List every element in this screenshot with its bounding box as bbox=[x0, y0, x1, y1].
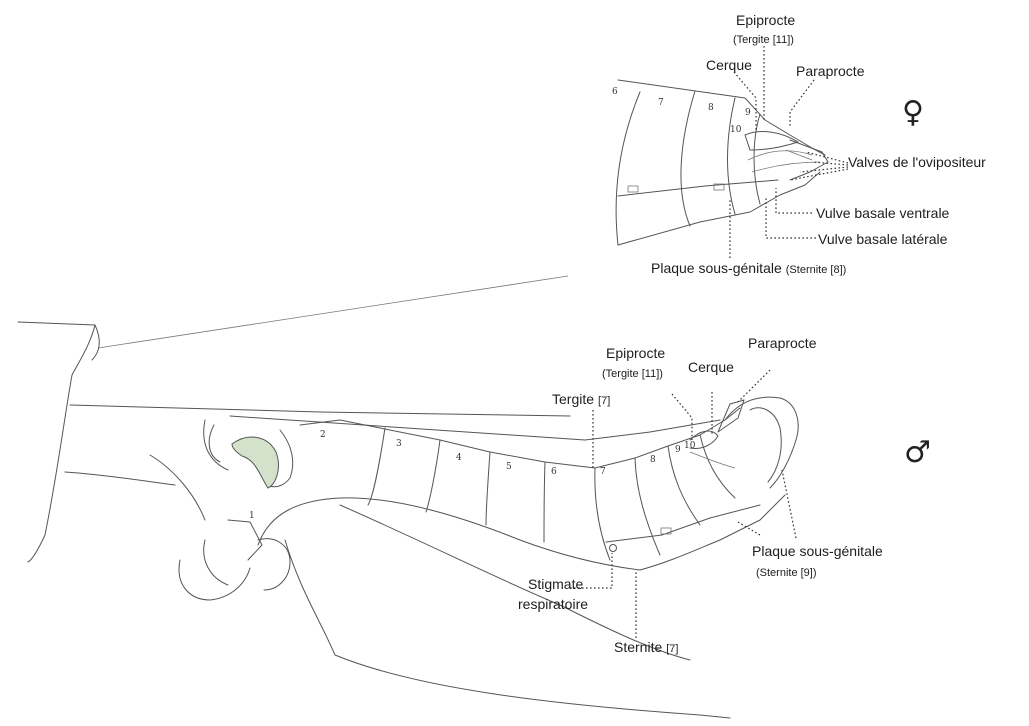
female-segment-10: 10 bbox=[730, 125, 742, 135]
male-symbol: ♂ bbox=[904, 435, 931, 470]
male-segment-4: 4 bbox=[456, 453, 462, 463]
highlighted-plate bbox=[232, 437, 278, 488]
female-segment-7: 7 bbox=[658, 98, 664, 108]
female-paraprocte-label: Paraprocte bbox=[796, 63, 865, 79]
male-segment-8: 8 bbox=[650, 455, 656, 465]
female-segment-8: 8 bbox=[708, 103, 714, 113]
male-plaque-sublabel: (Sternite [9]) bbox=[756, 567, 817, 579]
spiracle-marker bbox=[610, 545, 617, 552]
female-segment-9: 9 bbox=[745, 108, 751, 118]
male-paraprocte-label: Paraprocte bbox=[748, 335, 817, 351]
male-epiprocte-label: Epiprocte bbox=[606, 345, 665, 361]
female-vulve-ventrale-label: Vulve basale ventrale bbox=[816, 205, 950, 221]
male-labels: Epiprocte (Tergite [11]) Cerque Paraproc… bbox=[518, 335, 931, 655]
male-sternite-label: Sternite[7] bbox=[614, 639, 678, 655]
male-segment-9: 9 bbox=[675, 445, 681, 455]
male-epiprocte-sublabel: (Tergite [11]) bbox=[602, 368, 663, 380]
female-epiprocte-sublabel: (Tergite [11]) bbox=[733, 34, 794, 46]
male-tergite-label: Tergite[7] bbox=[552, 391, 610, 407]
male-segment-numbers: 1 2 3 4 5 6 7 8 9 10 bbox=[249, 430, 696, 521]
male-segment-3: 3 bbox=[396, 439, 402, 449]
male-stigmate-label: Stigmate bbox=[528, 576, 583, 592]
female-segment-6: 6 bbox=[612, 87, 618, 97]
male-segment-6: 6 bbox=[551, 467, 557, 477]
female-symbol: ♀ bbox=[902, 95, 924, 130]
male-segment-2: 2 bbox=[320, 430, 326, 440]
male-cerque-label: Cerque bbox=[688, 359, 734, 375]
male-body-drawing bbox=[18, 322, 798, 718]
female-labels: Epiprocte (Tergite [11]) Cerque Paraproc… bbox=[651, 12, 986, 276]
female-epiprocte-label: Epiprocte bbox=[736, 12, 795, 28]
male-leaders bbox=[570, 370, 796, 638]
male-segment-1: 1 bbox=[249, 511, 255, 521]
male-stigmate-label-2: respiratoire bbox=[518, 596, 588, 612]
male-segment-10: 10 bbox=[684, 441, 696, 451]
female-plaque-label: Plaque sous-génitale(Sternite [8]) bbox=[651, 260, 846, 276]
female-valves-label: Valves de l'ovipositeur bbox=[848, 154, 986, 170]
male-segment-7: 7 bbox=[600, 467, 606, 477]
female-abdomen-drawing bbox=[616, 80, 828, 245]
male-plaque-label: Plaque sous-génitale bbox=[752, 543, 883, 559]
female-cerque-label: Cerque bbox=[706, 57, 752, 73]
female-vulve-laterale-label: Vulve basale latérale bbox=[818, 231, 948, 247]
inset-separator-line bbox=[98, 276, 568, 348]
male-segment-5: 5 bbox=[506, 462, 512, 472]
